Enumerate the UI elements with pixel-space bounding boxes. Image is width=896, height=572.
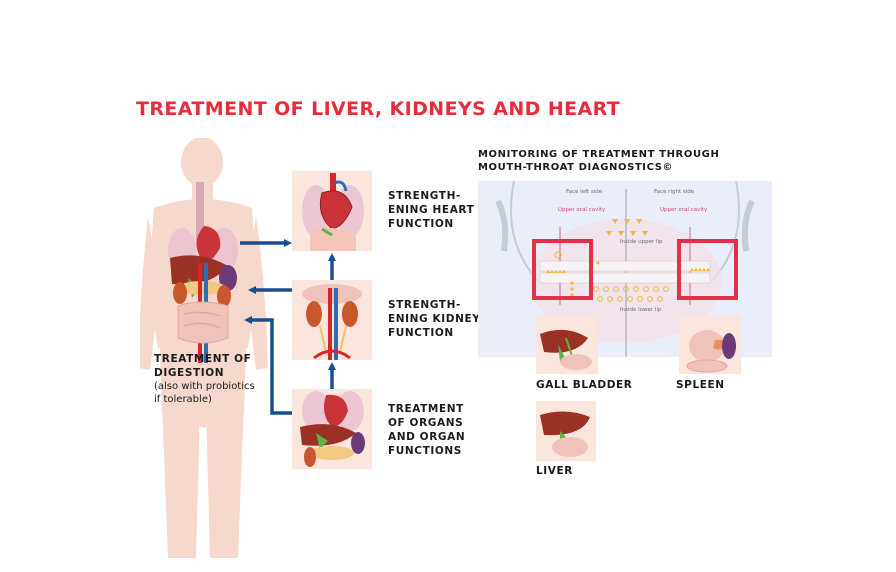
spleen-thumbnail — [679, 316, 741, 374]
kidney-function-label: STRENGTH- ENING KIDNEY FUNCTION — [388, 299, 481, 339]
highlight-box-left — [532, 239, 593, 300]
face-left-label: Face left side — [566, 189, 603, 195]
monitoring-heading-line1: MONITORING OF TREATMENT THROUGH — [478, 149, 720, 160]
body-figure — [140, 138, 268, 558]
heart-function-label: STRENGTH- ENING HEART FUNCTION — [388, 190, 475, 230]
organs-left — [168, 182, 238, 363]
organ-treatment-label: TREATMENT OF ORGANS AND ORGAN FUNCTIONS — [388, 403, 466, 457]
upper-oral-left-label: Upper oral cavity — [558, 207, 606, 213]
face-right-label: Face right side — [654, 189, 695, 195]
spleen-label: SPLEEN — [676, 379, 725, 391]
gall-bladder-thumbnail — [536, 316, 598, 374]
gall-bladder-label: GALL BLADDER — [536, 379, 633, 391]
mouth-map — [495, 181, 755, 357]
organs-thumbnail — [292, 389, 372, 469]
monitoring-heading-line2: MOUTH-THROAT DIAGNOSTICS© — [478, 162, 674, 173]
digestion-note-line1: (also with probiotics — [154, 381, 255, 392]
highlight-box-right — [677, 239, 738, 300]
kidney-thumbnail — [292, 280, 372, 360]
inside-lower-lip-label: Inside lower lip — [620, 307, 662, 313]
arrow-organs-to-digestion — [244, 316, 292, 415]
inside-upper-lip-label: Inside upper lip — [620, 239, 663, 245]
heart-thumbnail — [292, 171, 372, 251]
liver-label: LIVER — [536, 465, 573, 477]
digestion-note-line2: if tolerable) — [154, 394, 212, 405]
liver-thumbnail — [536, 401, 596, 461]
digestion-label-line2: DIGESTION — [154, 367, 225, 379]
page-title: TREATMENT OF LIVER, KIDNEYS AND HEART — [136, 98, 621, 120]
upper-oral-right-label: Upper oral cavity — [660, 207, 708, 213]
digestion-label-line1: TREATMENT OF — [154, 353, 252, 365]
